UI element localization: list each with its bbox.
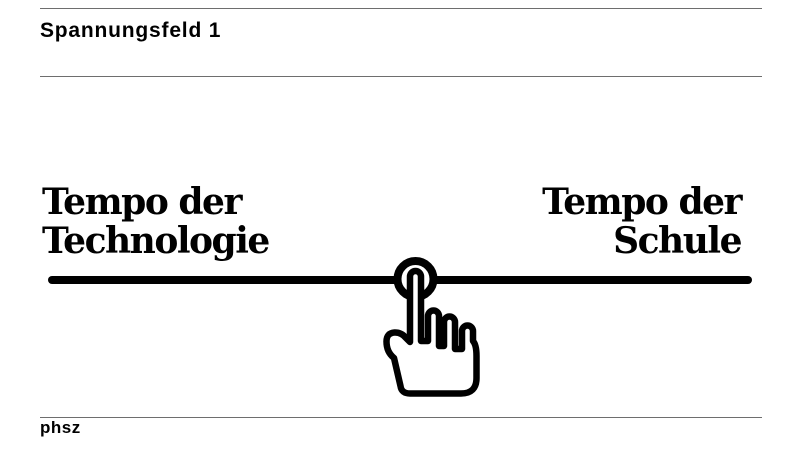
right-pole-label: Tempo der Schule (542, 181, 742, 262)
slide-title: Spannungsfeld 1 (40, 19, 222, 42)
right-pole-line1: Tempo der (542, 181, 742, 223)
right-pole-line2: Schule (613, 220, 742, 262)
footer-logo: phsz (40, 418, 81, 437)
tap-hand-icon[interactable] (380, 250, 484, 402)
hand-outline (383, 267, 480, 397)
left-pole-line2: Technologie (42, 220, 270, 262)
top-rule (40, 8, 762, 9)
left-pole-line1: Tempo der (42, 181, 242, 223)
header-rule (40, 76, 762, 77)
footer-rule (40, 417, 762, 418)
left-pole-label: Tempo der Technologie (42, 181, 270, 262)
